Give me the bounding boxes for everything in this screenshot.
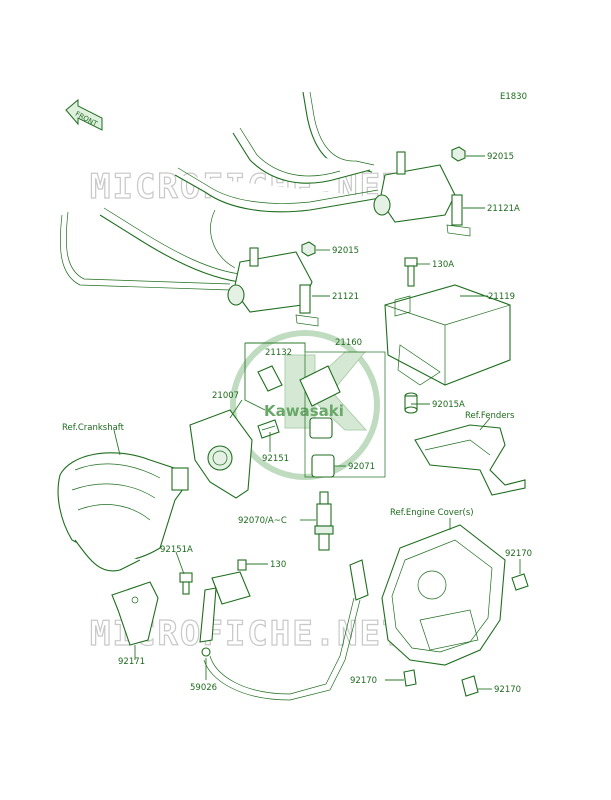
leader-lines: [113, 155, 521, 690]
label-92170-bottom: 92170: [494, 685, 521, 695]
label-21007: 21007: [212, 391, 239, 401]
label-21121a: 21121A: [487, 204, 520, 214]
label-21121: 21121: [332, 292, 359, 302]
ref-engine-cover: Ref.Engine Cover(s): [390, 508, 474, 518]
ignition-coil-lower: [227, 241, 319, 327]
label-92015a: 92015A: [432, 400, 465, 410]
diagram-code: E1830: [500, 92, 527, 102]
clamp-92170-bottom: [461, 675, 479, 697]
spark-plug: [314, 491, 334, 551]
plug-cap-box: [244, 342, 386, 478]
label-130a: 130A: [432, 260, 454, 270]
label-21132: 21132: [265, 348, 292, 358]
label-92015-mid: 92015: [332, 246, 359, 256]
label-21119: 21119: [488, 292, 515, 302]
label-92151a: 92151A: [160, 545, 193, 555]
cdi-unit: [384, 284, 511, 386]
label-92015-top: 92015: [487, 152, 514, 162]
label-92170-left: 92170: [350, 676, 377, 686]
clamp-92170-right: [511, 573, 529, 591]
clamp-92170-left: [403, 669, 417, 687]
bolt-92151a: [179, 572, 193, 595]
ignition-cables: [59, 91, 381, 291]
engine-cover: [381, 524, 506, 666]
ref-fenders: Ref.Fenders: [465, 411, 515, 421]
crankshaft: [57, 452, 189, 572]
collar-92015a: [404, 392, 418, 414]
fender-bracket: [414, 424, 526, 496]
label-92151: 92151: [262, 454, 289, 464]
label-59026: 59026: [190, 683, 217, 693]
pickup-coil: [199, 559, 369, 701]
bolt-130a: [404, 257, 418, 287]
label-92170-right: 92170: [505, 549, 532, 559]
label-92171: 92171: [118, 657, 145, 667]
label-92070: 92070/A~C: [238, 516, 287, 526]
ignition-coil-upper: [373, 146, 471, 237]
front-arrow-icon: FRONT: [65, 98, 103, 131]
label-21160: 21160: [335, 338, 362, 348]
stator-plate: [189, 409, 253, 499]
bracket-92171: [111, 581, 159, 646]
label-92071: 92071: [348, 462, 375, 472]
ref-crankshaft: Ref.Crankshaft: [62, 423, 125, 433]
screw-92151: [257, 419, 280, 439]
logo-text: Kawasaki: [264, 402, 344, 420]
label-130: 130: [270, 560, 286, 570]
